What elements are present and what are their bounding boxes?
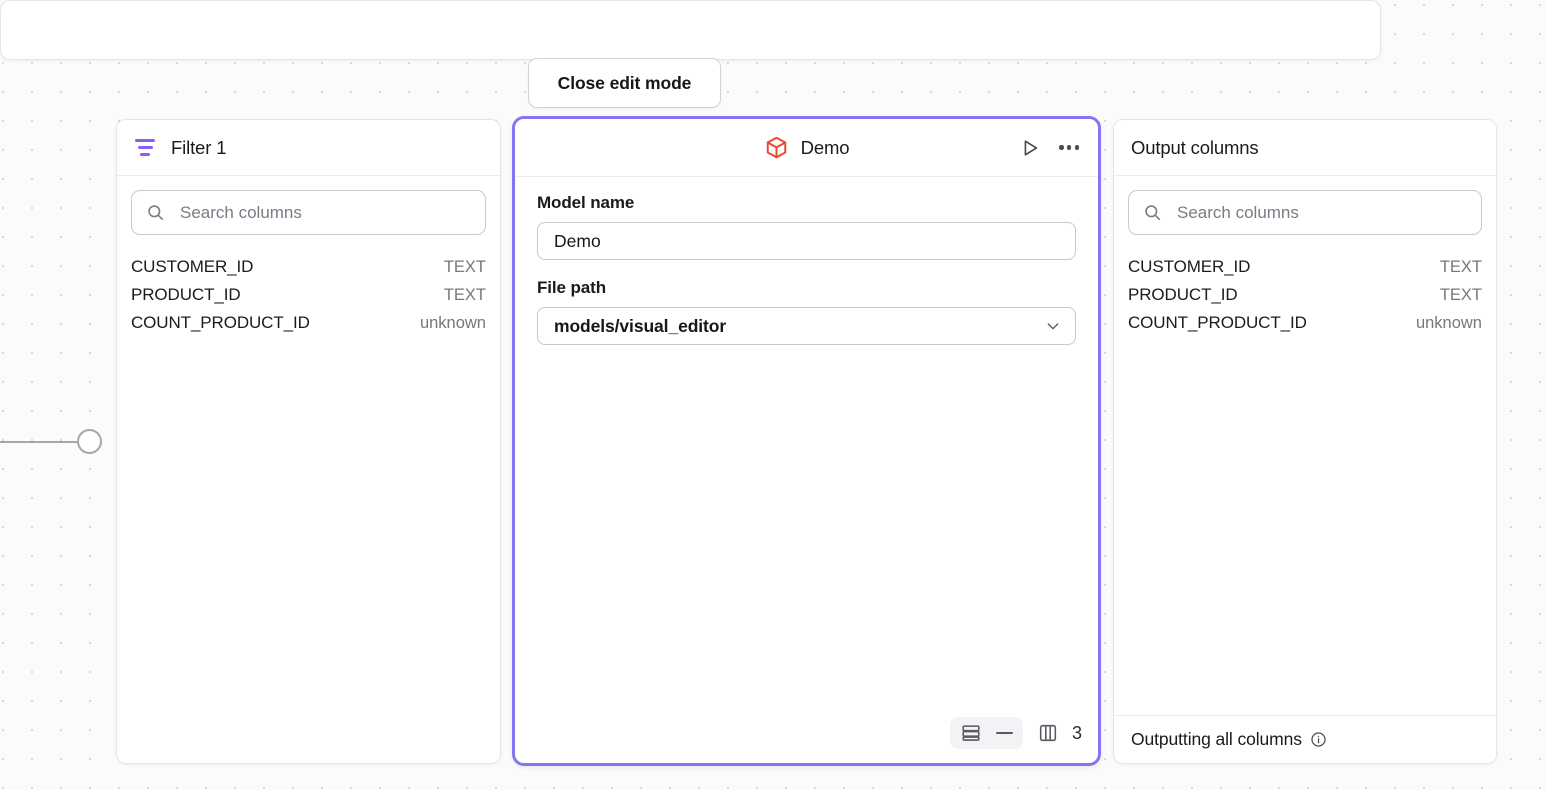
- column-name: CUSTOMER_ID: [1128, 257, 1251, 276]
- file-path-label: File path: [537, 278, 606, 297]
- column-name: COUNT_PRODUCT_ID: [131, 313, 310, 332]
- info-circle-icon[interactable]: [1310, 731, 1327, 748]
- filter-icon: [135, 139, 155, 156]
- column-type: unknown: [1415, 314, 1482, 332]
- model-node-panel[interactable]: Demo Model name Demo File path model: [512, 116, 1101, 766]
- model-form: Model name Demo File path models/visual_…: [515, 177, 1098, 345]
- row-count-value: [995, 731, 1013, 735]
- column-type: TEXT: [1439, 286, 1482, 304]
- output-search-input[interactable]: [1175, 201, 1467, 224]
- output-column-row[interactable]: CUSTOMER_ID TEXT: [1128, 253, 1482, 281]
- filter-column-row[interactable]: COUNT_PRODUCT_ID unknown: [131, 309, 486, 337]
- chevron-down-icon: [1047, 323, 1059, 330]
- column-name: COUNT_PRODUCT_ID: [1128, 313, 1307, 332]
- output-search-box[interactable]: [1128, 190, 1482, 235]
- column-type: TEXT: [443, 286, 486, 304]
- filter-node-panel[interactable]: Filter 1 CUSTOMER_ID TEXT PRODUCT_ID TEX…: [116, 119, 501, 764]
- filter-column-list: CUSTOMER_ID TEXT PRODUCT_ID TEXT COUNT_P…: [117, 253, 500, 337]
- file-path-select[interactable]: models/visual_editor: [537, 307, 1076, 345]
- filter-search-box[interactable]: [131, 190, 486, 235]
- file-path-value: models/visual_editor: [554, 315, 727, 336]
- output-columns-panel[interactable]: Output columns CUSTOMER_ID TEXT PRODUCT_…: [1113, 119, 1497, 764]
- ellipsis-horizontal-icon: [1059, 145, 1064, 150]
- rows-icon: [962, 725, 980, 741]
- ellipsis-horizontal-icon: [1074, 145, 1079, 150]
- columns-icon: [1039, 724, 1057, 742]
- column-name: CUSTOMER_ID: [131, 257, 254, 276]
- filter-search-input[interactable]: [178, 201, 471, 224]
- search-icon: [1145, 205, 1161, 221]
- output-panel-title: Output columns: [1131, 136, 1259, 158]
- model-name-label: Model name: [537, 193, 635, 212]
- column-type: TEXT: [443, 258, 486, 276]
- output-panel-body: [1114, 176, 1496, 235]
- filter-panel-header: Filter 1: [117, 120, 500, 176]
- model-footer-stats: 3: [949, 717, 1082, 749]
- filter-column-row[interactable]: PRODUCT_ID TEXT: [131, 281, 486, 309]
- row-count-pill[interactable]: [949, 717, 1023, 749]
- close-edit-mode-button[interactable]: Close edit mode: [528, 58, 721, 108]
- model-panel-header: Demo: [515, 119, 1098, 177]
- output-column-list: CUSTOMER_ID TEXT PRODUCT_ID TEXT COUNT_P…: [1114, 253, 1496, 337]
- filter-panel-title: Filter 1: [171, 136, 227, 158]
- edge-connector-handle[interactable]: [77, 429, 102, 454]
- column-name: PRODUCT_ID: [1128, 285, 1238, 304]
- edge-connector-line: [0, 441, 82, 443]
- run-button[interactable]: [1019, 137, 1041, 159]
- ellipsis-horizontal-icon: [1067, 145, 1072, 150]
- bottom-node-panel[interactable]: [0, 0, 1381, 60]
- output-column-row[interactable]: COUNT_PRODUCT_ID unknown: [1128, 309, 1482, 337]
- model-name-input[interactable]: Demo: [537, 222, 1076, 260]
- output-panel-header: Output columns: [1114, 120, 1496, 176]
- column-name: PRODUCT_ID: [131, 285, 241, 304]
- more-options-button[interactable]: [1057, 139, 1081, 155]
- model-panel-title: Demo: [800, 136, 850, 158]
- search-icon: [148, 205, 164, 221]
- output-column-row[interactable]: PRODUCT_ID TEXT: [1128, 281, 1482, 309]
- filter-column-row[interactable]: CUSTOMER_ID TEXT: [131, 253, 486, 281]
- column-type: unknown: [419, 314, 486, 332]
- model-header-actions: [1019, 137, 1081, 159]
- column-count-value: 3: [1071, 722, 1082, 743]
- output-panel-footer: Outputting all columns: [1114, 715, 1496, 763]
- play-icon: [1025, 139, 1038, 156]
- column-type: TEXT: [1439, 258, 1482, 276]
- outputting-all-columns-label: Outputting all columns: [1131, 729, 1302, 749]
- filter-panel-body: [117, 176, 500, 235]
- cube-icon: [766, 136, 786, 159]
